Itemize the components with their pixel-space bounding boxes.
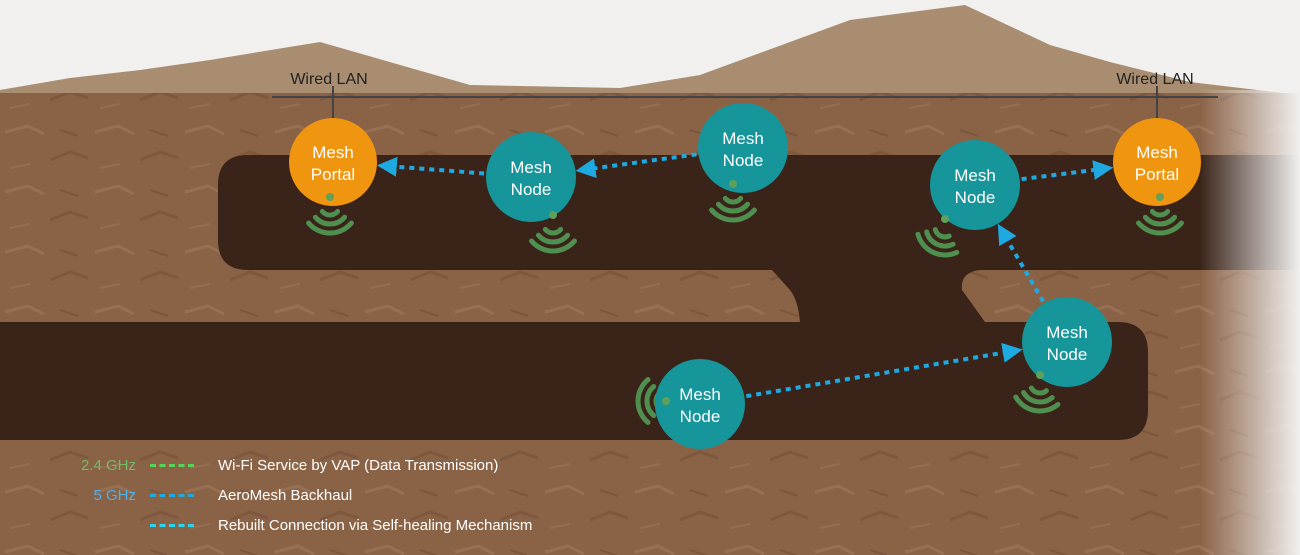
- legend: 2.4 GHz Wi-Fi Service by VAP (Data Trans…: [0, 450, 720, 545]
- device-label-line2: Portal: [1135, 165, 1179, 184]
- wired-lan-label-left: Wired LAN: [290, 71, 367, 88]
- device-label-line2: Node: [723, 151, 764, 170]
- node-circle: [1022, 297, 1112, 387]
- device-label-line1: Mesh: [1136, 143, 1178, 162]
- antenna-dot: [549, 211, 557, 219]
- wifi-signal-icon: [709, 195, 757, 223]
- device-label-line2: Node: [680, 407, 721, 426]
- wired-lan-label-right: Wired LAN: [1116, 71, 1193, 88]
- link-node-5-to-node-4: [746, 342, 1023, 399]
- upper-tunnel: [218, 155, 1300, 322]
- wifi-signal-icon: [1013, 385, 1061, 414]
- legend-line-wifi: [150, 463, 194, 467]
- legend-text-rebuilt: Rebuilt Connection via Self-healing Mech…: [218, 516, 533, 534]
- lower-tunnel: [0, 322, 1148, 440]
- legend-freq-5: 5 GHz: [93, 486, 136, 504]
- portal-circle: [1113, 118, 1201, 206]
- link-node-3-to-portal-right: [1021, 160, 1114, 182]
- device-label-line1: Mesh: [1046, 323, 1088, 342]
- legend-text-backhaul: AeroMesh Backhaul: [218, 486, 353, 504]
- link-node-4-to-node-3: [997, 223, 1045, 303]
- wifi-signal-icon: [915, 227, 960, 258]
- legend-freq-24: 2.4 GHz: [80, 456, 136, 474]
- node-circle: [655, 359, 745, 449]
- link-node-1-to-portal-left: [376, 156, 485, 177]
- wifi-signal-icon: [529, 226, 577, 254]
- legend-text-wifi: Wi-Fi Service by VAP (Data Transmission): [218, 456, 499, 474]
- wifi-signal-icon: [306, 208, 354, 236]
- antenna-dot: [941, 215, 949, 223]
- node-circle: [486, 132, 576, 222]
- link-layer: [376, 152, 1114, 399]
- device-label-line2: Node: [955, 188, 996, 207]
- antenna-dot: [662, 397, 670, 405]
- device-label-line1: Mesh: [679, 385, 721, 404]
- wifi-layer: [306, 195, 1184, 425]
- node-circle: [930, 140, 1020, 230]
- antenna-dot: [1156, 193, 1164, 201]
- antenna-dot: [1036, 371, 1044, 379]
- device-label-line2: Portal: [311, 165, 355, 184]
- device-label-line1: Mesh: [510, 158, 552, 177]
- device-label-line2: Node: [1047, 345, 1088, 364]
- right-fade: [1200, 90, 1300, 555]
- antenna-dot: [326, 193, 334, 201]
- node-circle: [698, 103, 788, 193]
- mountain-ridge: [0, 5, 1300, 100]
- wifi-signal-icon: [1136, 208, 1184, 236]
- legend-line-rebuilt: [150, 523, 194, 527]
- device-label-line1: Mesh: [312, 143, 354, 162]
- device-label-line2: Node: [511, 180, 552, 199]
- antenna-dot: [729, 180, 737, 188]
- portal-circle: [289, 118, 377, 206]
- device-label-line1: Mesh: [954, 166, 996, 185]
- device-label-line1: Mesh: [722, 129, 764, 148]
- legend-line-backhaul: [150, 493, 194, 497]
